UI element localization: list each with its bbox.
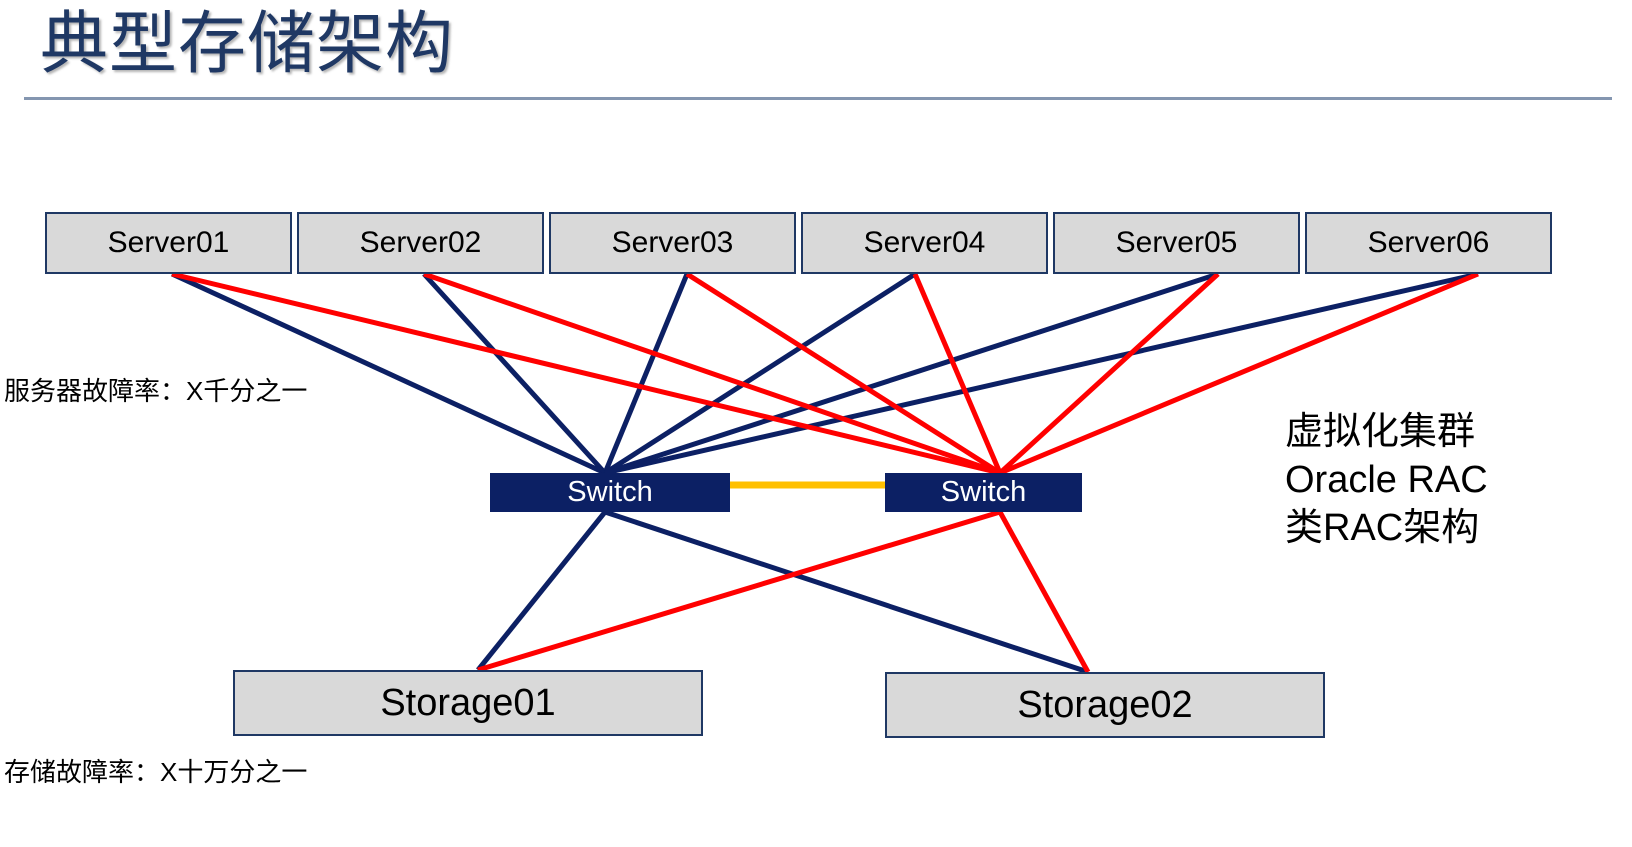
link-server5-switch-b xyxy=(998,272,1220,475)
link-switch-b-storage2 xyxy=(997,510,1091,674)
cluster-note-line-2: Oracle RAC xyxy=(1285,459,1488,501)
link-server2-switch-a xyxy=(422,272,607,475)
link-server3-switch-a xyxy=(602,273,690,474)
server-box-1[interactable]: Server01 xyxy=(45,212,292,274)
server-box-4[interactable]: Server04 xyxy=(801,212,1048,274)
server-box-5[interactable]: Server05 xyxy=(1053,212,1300,274)
link-server6-switch-b xyxy=(999,271,1479,476)
server-box-label: Server01 xyxy=(107,226,230,259)
storage-box-label: Storage02 xyxy=(1017,683,1193,726)
server-box-3[interactable]: Server03 xyxy=(549,212,796,274)
server-failure-rate-label: 服务器故障率：X千分之一 xyxy=(4,376,308,406)
link-server6-switch-a xyxy=(604,271,1479,476)
link-switch-a-storage1 xyxy=(476,510,607,672)
storage-box-2[interactable]: Storage02 xyxy=(885,672,1325,738)
page-title: 典型存储架构 xyxy=(40,6,455,82)
link-server1-switch-a xyxy=(170,271,607,476)
link-server2-switch-b xyxy=(423,271,1001,476)
switch-box-2[interactable]: Switch xyxy=(885,473,1082,512)
storage-failure-rate-label: 存储故障率：X十万分之一 xyxy=(4,757,308,787)
storage-box-1[interactable]: Storage01 xyxy=(233,670,703,736)
link-switch-a-storage2 xyxy=(604,509,1089,675)
server-box-6[interactable]: Server06 xyxy=(1305,212,1552,274)
server-box-label: Server02 xyxy=(359,226,482,259)
link-server1-switch-b xyxy=(171,271,1001,476)
link-server3-switch-b xyxy=(685,271,1002,476)
server-box-label: Server03 xyxy=(611,226,734,259)
link-server4-switch-a xyxy=(603,271,917,476)
title-divider xyxy=(24,97,1612,100)
storage-box-label: Storage01 xyxy=(380,681,556,724)
switch-box-1[interactable]: Switch xyxy=(490,473,730,512)
cluster-note-line-1: 虚拟化集群 xyxy=(1285,411,1476,453)
server-box-label: Server06 xyxy=(1367,226,1490,259)
link-server4-switch-b xyxy=(912,273,1003,474)
server-box-2[interactable]: Server02 xyxy=(297,212,544,274)
switch-box-label: Switch xyxy=(567,476,653,508)
server-box-label: Server04 xyxy=(863,226,986,259)
link-server5-switch-a xyxy=(604,271,1219,476)
server-box-label: Server05 xyxy=(1115,226,1238,259)
link-switch-b-storage1 xyxy=(477,509,1001,673)
switch-box-label: Switch xyxy=(940,476,1027,508)
cluster-note-line-3: 类RAC架构 xyxy=(1285,507,1480,549)
cluster-note: 虚拟化集群 Oracle RAC 类RAC架构 xyxy=(1285,408,1488,552)
